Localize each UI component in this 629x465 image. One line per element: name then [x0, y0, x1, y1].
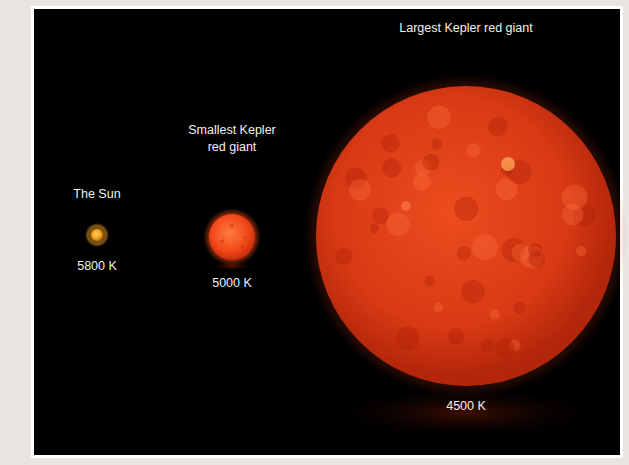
surface-mottle: [230, 224, 234, 228]
star-disc: [304, 74, 628, 398]
surface-mottle: [386, 213, 409, 236]
surface-mottle: [433, 303, 443, 313]
red-giant-star: Largest Kepler red giant 4500 K: [301, 20, 629, 415]
surface-mottle: [528, 251, 545, 268]
surface-mottle: [335, 248, 352, 265]
bright-spot: [401, 201, 411, 211]
temperature-label: 4500 K: [446, 398, 486, 415]
surface-mottle: [513, 302, 525, 314]
surface-mottle: [489, 309, 500, 320]
surface-mottle: [562, 184, 588, 210]
sun-star: The Sun 5800 K: [55, 186, 139, 275]
surface-mottle: [457, 246, 471, 260]
surface-mottle: [481, 339, 494, 352]
surface-mottle: [372, 207, 389, 224]
bright-spot: [501, 157, 515, 171]
surface-mottle: [396, 326, 420, 350]
surface-mottle: [349, 179, 371, 201]
black-panel: [34, 9, 620, 455]
surface-mottle: [238, 237, 242, 241]
surface-mottle: [413, 173, 431, 191]
star-glow: [203, 208, 261, 266]
surface-mottle: [448, 328, 464, 344]
star-surface: [209, 214, 255, 260]
surface-mottle: [461, 280, 484, 303]
surface-mottle: [218, 236, 221, 239]
temperature-label: 5000 K: [212, 275, 252, 292]
star-label: Largest Kepler red giant: [399, 20, 532, 37]
surface-mottle: [423, 154, 440, 171]
surface-mottle: [472, 234, 498, 260]
panel-frame: [31, 6, 623, 458]
surface-mottle: [241, 245, 244, 248]
surface-mottle: [467, 143, 481, 157]
surface-mottle: [382, 158, 401, 177]
star-reflection: [326, 392, 606, 444]
surface-mottle: [370, 224, 379, 233]
temperature-label: 5800 K: [77, 258, 117, 275]
surface-mottle: [454, 197, 478, 221]
surface-mottle: [495, 338, 515, 358]
star-label: The Sun: [73, 186, 120, 203]
surface-mottle: [381, 134, 399, 152]
star-label: Smallest Kepler red giant: [180, 122, 284, 156]
surface-mottle: [427, 105, 450, 128]
surface-mottle: [424, 276, 435, 287]
star-glow: [304, 74, 628, 398]
star-disc: [85, 223, 109, 247]
surface-mottle: [488, 117, 508, 137]
surface-mottle: [576, 246, 587, 257]
star-disc: [203, 208, 261, 266]
star-surface: [316, 86, 616, 386]
star-surface: [91, 229, 103, 241]
surface-mottle: [221, 239, 225, 243]
surface-mottle: [243, 236, 246, 239]
surface-mottle: [431, 139, 442, 150]
red-giant-star: Smallest Kepler red giant 5000 K: [177, 122, 287, 292]
star-glow: [85, 223, 109, 247]
